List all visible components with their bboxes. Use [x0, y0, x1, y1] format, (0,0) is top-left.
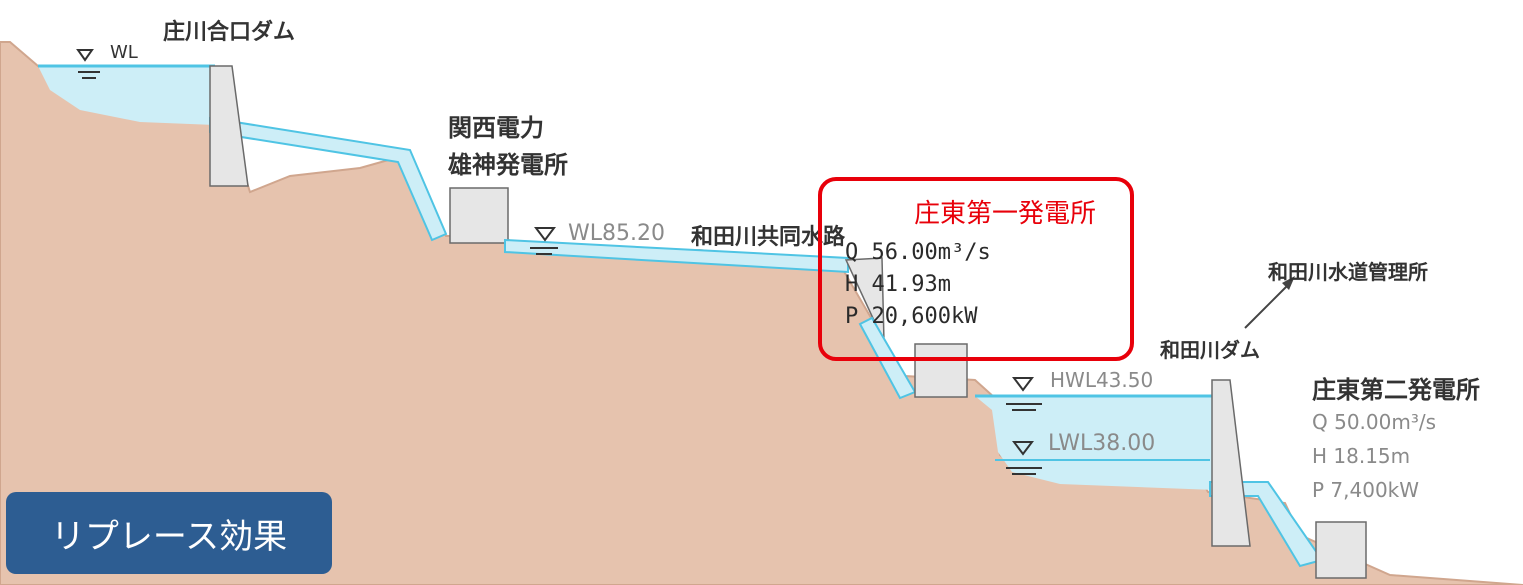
penstock-shoto2: [1209, 481, 1324, 568]
hwl-label: HWL43.50: [1050, 368, 1154, 392]
ogami-plant-label: 雄神発電所: [448, 151, 568, 179]
lower-reservoir: [975, 396, 1215, 490]
shoto1-highlight-box: [818, 177, 1134, 361]
shoto2-plant-label: 庄東第二発電所: [1312, 376, 1480, 404]
kansai-label: 関西電力: [448, 114, 544, 142]
dam-shogawa: [209, 65, 249, 187]
upper-reservoir: [38, 66, 215, 125]
triangle-down-icon: [1006, 441, 1042, 475]
joint-channel: [504, 238, 849, 274]
arrow-icon: [1244, 276, 1295, 329]
replace-effect-badge: リプレース効果: [6, 492, 332, 574]
wl-upper-label: WL: [110, 42, 138, 63]
triangle-down-icon: [530, 227, 558, 255]
powerhouse-shoto1: [914, 343, 968, 398]
dam-shogawa-label: 庄川合口ダム: [163, 20, 296, 45]
office-label: 和田川水道管理所: [1268, 260, 1428, 284]
powerhouse-shoto2: [1315, 521, 1367, 579]
wl-channel-label: WL85.20: [568, 221, 665, 246]
shoto2-q-value: Q 50.00m³/s: [1312, 410, 1437, 434]
shoto1-q-value: Q 56.00m³/s: [845, 240, 991, 265]
dam-wadagawa: [1211, 379, 1251, 547]
lwl-label: LWL38.00: [1048, 431, 1156, 456]
replace-effect-label: リプレース効果: [50, 516, 288, 557]
shoto1-h-value: H 41.93m: [845, 272, 951, 297]
shoto1-plant-label: 庄東第一発電所: [914, 199, 1097, 229]
powerhouse-ogami: [449, 187, 509, 244]
triangle-down-icon: [76, 49, 100, 79]
shoto2-p-value: P 7,400kW: [1312, 478, 1420, 502]
shoto2-h-value: H 18.15m: [1312, 444, 1411, 468]
dam-wadagawa-label: 和田川ダム: [1160, 338, 1260, 362]
triangle-down-icon: [1006, 377, 1042, 411]
shoto1-p-value: P 20,600kW: [845, 304, 978, 329]
